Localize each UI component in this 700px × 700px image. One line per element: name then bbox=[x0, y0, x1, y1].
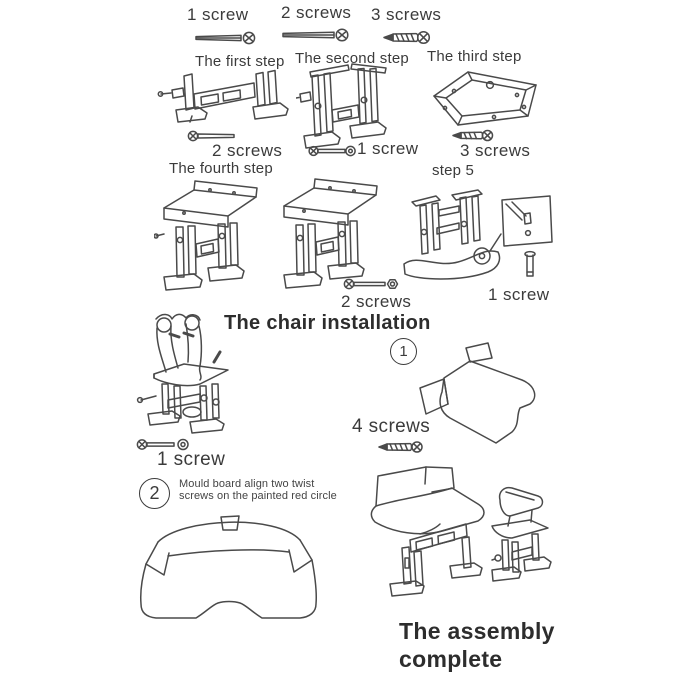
chair-installation-heading: The chair installation bbox=[224, 312, 431, 334]
mould-board-note-line1: Mould board align two twist bbox=[179, 478, 315, 490]
step2-screws-label: 1 screw bbox=[357, 139, 419, 158]
bolt-with-nut-icon bbox=[308, 145, 356, 157]
panel-screws-label: 4 screws bbox=[352, 416, 431, 437]
step3-illustration bbox=[433, 71, 537, 126]
step1-illustration bbox=[157, 69, 289, 123]
legend-1-screw-label: 1 screw bbox=[187, 5, 249, 24]
tapping-screw-icon bbox=[378, 441, 423, 453]
machine-screw-icon bbox=[282, 28, 349, 42]
legend-3-screws-label: 3 screws bbox=[371, 5, 442, 24]
step4-title: The fourth step bbox=[169, 160, 273, 177]
step2-title: The second step bbox=[295, 50, 409, 67]
substep-1-badge: 1 bbox=[390, 338, 417, 365]
mould-board-illustration bbox=[140, 515, 317, 619]
step1-screws-label: 2 screws bbox=[212, 141, 283, 160]
bolt-icon bbox=[187, 130, 235, 142]
chair-illustration bbox=[136, 313, 229, 434]
tapping-screw-icon bbox=[383, 30, 431, 45]
step2-illustration bbox=[296, 63, 387, 149]
step4-illustration bbox=[154, 178, 378, 291]
step5-title: step 5 bbox=[432, 162, 475, 179]
bolt-with-nut-icon bbox=[136, 438, 189, 451]
tapping-screw-icon bbox=[452, 129, 494, 142]
substep-2-badge: 2 bbox=[139, 478, 170, 509]
seat-panel-illustration bbox=[419, 342, 536, 444]
assembly-complete-illustration bbox=[370, 466, 552, 597]
step5-illustration bbox=[403, 189, 553, 280]
step5-screws-label: 1 screw bbox=[488, 285, 550, 304]
machine-screw-icon bbox=[195, 31, 256, 45]
assembly-complete-line1: The assembly bbox=[399, 618, 555, 644]
step3-screws-label: 3 screws bbox=[460, 141, 531, 160]
step3-title: The third step bbox=[427, 48, 522, 65]
assembly-complete-line2: complete bbox=[399, 646, 503, 672]
step4-screws-label: 2 screws bbox=[341, 292, 412, 311]
bolt-with-nut-icon bbox=[343, 278, 399, 290]
mould-board-note-line2: screws on the painted red circle bbox=[179, 490, 337, 502]
step1-title: The first step bbox=[195, 53, 285, 70]
legend-2-screws-label: 2 screws bbox=[281, 3, 352, 22]
chair-screw-label: 1 screw bbox=[157, 449, 226, 470]
